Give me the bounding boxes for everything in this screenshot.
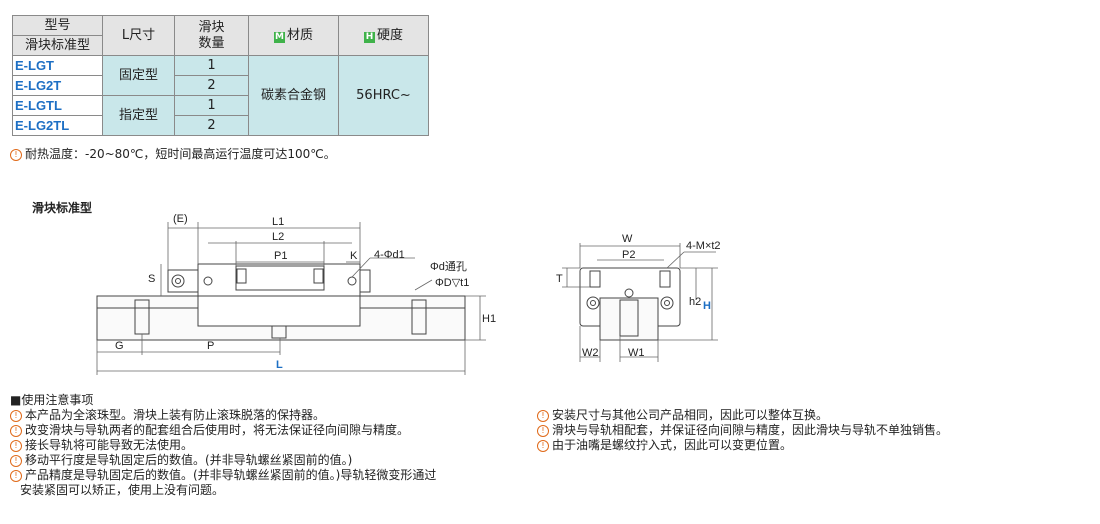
section-title: 滑块标准型 bbox=[32, 201, 93, 215]
dim-label-p2: P2 bbox=[622, 249, 635, 261]
dim-label-w: W bbox=[622, 233, 633, 245]
notes-left: ■使用注意事项 !本产品为全滚珠型。滑块上装有防止滚珠脱落的保持器。 !改变滑块… bbox=[10, 393, 436, 498]
dim-label-l2: L2 bbox=[272, 231, 284, 243]
note-item: !本产品为全滚珠型。滑块上装有防止滚珠脱落的保持器。 bbox=[10, 408, 436, 423]
dim-label-holes-d1: 4-Φd1 bbox=[374, 249, 405, 261]
block-qty: 1 bbox=[174, 55, 249, 76]
note-item: !安装尺寸与其他公司产品相同，因此可以整体互换。 bbox=[537, 408, 948, 423]
note-text: 接长导轨将可能导致无法使用。 bbox=[25, 438, 194, 452]
hardness-value: 56HRC~ bbox=[338, 55, 429, 136]
note-item-continued: 安装紧固可以矫正，使用上没有问题。 bbox=[10, 483, 436, 498]
dim-label-s: S bbox=[148, 273, 155, 285]
end-view-drawing: W P2 4-M×t2 T h2 H W2 W1 bbox=[556, 233, 721, 362]
dim-label-p1: P1 bbox=[274, 250, 287, 262]
note-text: 由于油嘴是螺纹拧入式，因此可以变更位置。 bbox=[552, 438, 793, 452]
note-text: 本产品为全滚珠型。滑块上装有防止滚珠脱落的保持器。 bbox=[25, 408, 326, 422]
dim-label-m-t2: 4-M×t2 bbox=[686, 240, 721, 252]
l-type-specified: 指定型 bbox=[102, 95, 175, 136]
block-qty: 1 bbox=[174, 95, 249, 116]
dim-label-w1: W1 bbox=[628, 347, 645, 359]
material-mark-icon: M bbox=[273, 32, 285, 43]
temperature-note: !耐热温度：-20~80℃，短时间最高运行温度可达100℃。 bbox=[10, 145, 336, 162]
caution-circle-icon: ! bbox=[537, 440, 549, 452]
note-text: 移动平行度是导轨固定后的数值。(并非导轨螺丝紧固前的值。) bbox=[25, 453, 353, 467]
model-code: E-LG2TL bbox=[12, 115, 103, 136]
hardness-mark-icon: H bbox=[363, 32, 375, 43]
note-text: 安装紧固可以矫正，使用上没有问题。 bbox=[20, 483, 225, 497]
caution-circle-icon: ! bbox=[10, 440, 22, 452]
caution-circle-icon: ! bbox=[537, 410, 549, 422]
header-block-qty: 滑块 数量 bbox=[174, 15, 249, 56]
dim-label-t: T bbox=[556, 273, 563, 285]
dim-label-g: G bbox=[115, 340, 124, 352]
dim-label-e: (E) bbox=[173, 213, 188, 225]
caution-circle-icon: ! bbox=[10, 425, 22, 437]
note-item: !滑块与导轨相配套，并保证径向间隙与精度，因此滑块与导轨不单独销售。 bbox=[537, 423, 948, 438]
dim-label-h: H bbox=[703, 300, 711, 312]
header-model-bottom: 滑块标准型 bbox=[12, 35, 103, 56]
model-code: E-LGT bbox=[12, 55, 103, 76]
note-item: !由于油嘴是螺纹拧入式，因此可以变更位置。 bbox=[537, 438, 948, 453]
dim-label-h2: h2 bbox=[689, 296, 701, 308]
caution-circle-icon: ! bbox=[537, 425, 549, 437]
side-view-drawing: (E) L1 L2 P1 K 4-Φd1 Φd通孔 ΦD▽t1 S H1 G P… bbox=[96, 213, 496, 375]
block-qty: 2 bbox=[174, 115, 249, 136]
caution-circle-icon: ! bbox=[10, 470, 22, 482]
header-hardness-label: 硬度 bbox=[376, 28, 403, 43]
notes-title: ■使用注意事项 bbox=[10, 393, 94, 407]
dim-label-l1: L1 bbox=[272, 216, 284, 228]
notes-right: !安装尺寸与其他公司产品相同，因此可以整体互换。 !滑块与导轨相配套，并保证径向… bbox=[537, 408, 948, 453]
model-code: E-LGTL bbox=[12, 95, 103, 116]
note-text: 滑块与导轨相配套，并保证径向间隙与精度，因此滑块与导轨不单独销售。 bbox=[552, 423, 949, 437]
material-value: 碳素合金钢 bbox=[248, 55, 339, 136]
dim-label-w2: W2 bbox=[582, 347, 599, 359]
caution-circle-icon: ! bbox=[10, 455, 22, 467]
caution-circle-icon: ! bbox=[10, 149, 22, 161]
header-block-qty-label: 滑块 数量 bbox=[198, 19, 225, 51]
note-item: !接长导轨将可能导致无法使用。 bbox=[10, 438, 436, 453]
header-model-top: 型号 bbox=[12, 15, 103, 36]
header-l-size: L尺寸 bbox=[102, 15, 175, 56]
dim-label-l: L bbox=[276, 359, 283, 371]
note-item: !改变滑块与导轨两者的配套组合后使用时，将无法保证径向间隙与精度。 bbox=[10, 423, 436, 438]
note-text: 改变滑块与导轨两者的配套组合后使用时，将无法保证径向间隙与精度。 bbox=[25, 423, 410, 437]
dim-label-d-t1: ΦD▽t1 bbox=[435, 277, 469, 289]
dim-label-d-hole: Φd通孔 bbox=[430, 260, 467, 273]
dim-label-h1: H1 bbox=[482, 313, 496, 325]
caution-circle-icon: ! bbox=[10, 410, 22, 422]
dim-label-k: K bbox=[350, 250, 358, 262]
dim-label-p: P bbox=[207, 340, 214, 352]
header-material-label: 材质 bbox=[286, 28, 313, 43]
block-qty: 2 bbox=[174, 75, 249, 96]
note-text: 产品精度是导轨固定后的数值。(并非导轨螺丝紧固前的值。)导轨轻微变形通过 bbox=[25, 468, 437, 482]
note-item: !产品精度是导轨固定后的数值。(并非导轨螺丝紧固前的值。)导轨轻微变形通过 bbox=[10, 468, 436, 483]
note-item: !移动平行度是导轨固定后的数值。(并非导轨螺丝紧固前的值。) bbox=[10, 453, 436, 468]
l-type-fixed: 固定型 bbox=[102, 55, 175, 96]
model-code: E-LG2T bbox=[12, 75, 103, 96]
note-text: 安装尺寸与其他公司产品相同，因此可以整体互换。 bbox=[552, 408, 829, 422]
temperature-note-text: 耐热温度：-20~80℃，短时间最高运行温度可达100℃。 bbox=[25, 147, 336, 161]
